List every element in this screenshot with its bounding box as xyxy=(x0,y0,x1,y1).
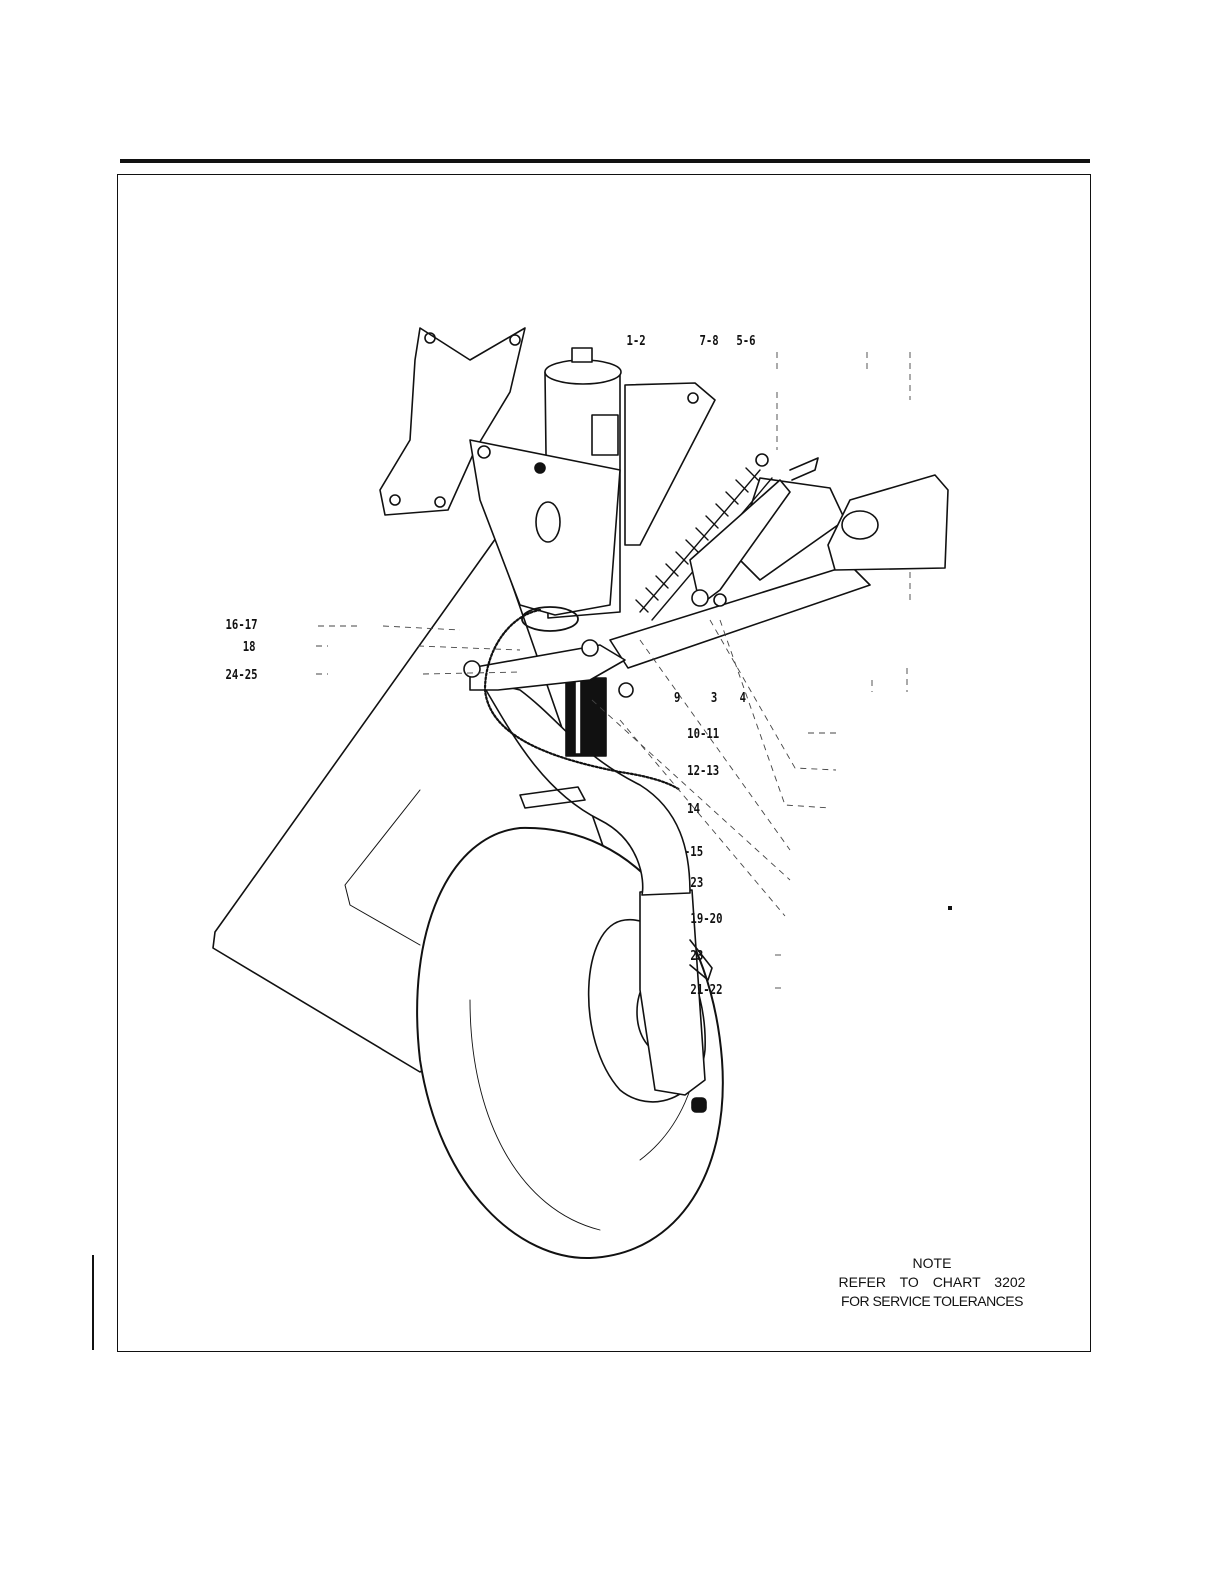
callout-23-upper: 23 xyxy=(690,875,703,890)
callout-18: 18 xyxy=(243,639,256,654)
note-heading: NOTE xyxy=(810,1254,1054,1273)
callout-3: 3 xyxy=(711,690,717,705)
callout-4: 4 xyxy=(740,690,746,705)
service-note: NOTE REFER TO CHART 3202 FOR SERVICE TOL… xyxy=(810,1254,1054,1311)
callout-23-lower: 23 xyxy=(690,948,703,963)
callout-14: 14 xyxy=(687,801,700,816)
note-line-1: REFER TO CHART 3202 xyxy=(810,1273,1054,1292)
callout-21-22: 21-22 xyxy=(690,982,722,997)
callout-16-17: 16-17 xyxy=(226,617,258,632)
callout-7-8: 7-8 xyxy=(699,333,718,348)
callout-10-11: 10-11 xyxy=(687,726,719,741)
callout-12-13: 12-13 xyxy=(687,763,719,778)
callout-24-25: 24-25 xyxy=(226,667,258,682)
callout-15: -15 xyxy=(684,844,703,859)
note-line-2: FOR SERVICE TOLERANCES xyxy=(810,1292,1054,1311)
callout-9: 9 xyxy=(674,690,680,705)
callout-19-20: 19-20 xyxy=(690,911,722,926)
callout-1-2: 1-2 xyxy=(626,333,645,348)
callout-5-6: 5-6 xyxy=(736,333,755,348)
